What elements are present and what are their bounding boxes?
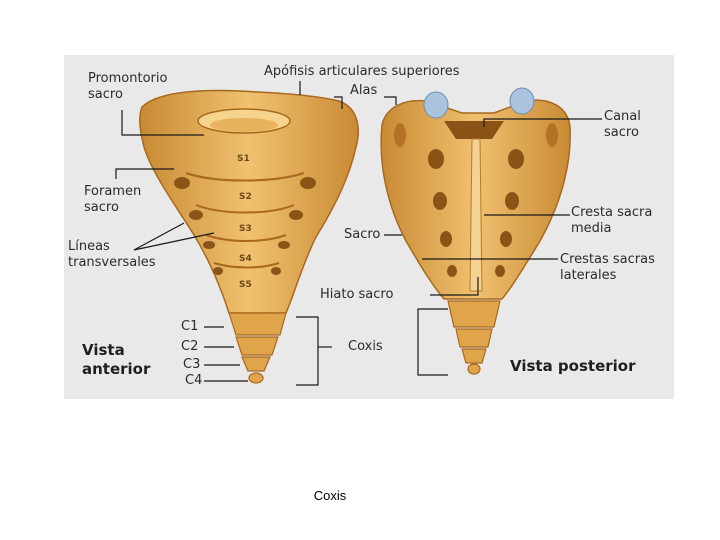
label-cresta-media: Cresta sacra media bbox=[571, 205, 653, 236]
sacrum-illustration bbox=[115, 81, 602, 386]
label-s3: S3 bbox=[239, 224, 252, 234]
label-c4: C4 bbox=[185, 373, 203, 388]
label-s5: S5 bbox=[239, 280, 252, 290]
label-hiato: Hiato sacro bbox=[320, 287, 394, 302]
sacrum-figure: Promontorio sacro Apófisis articulares s… bbox=[64, 55, 674, 399]
label-vista-posterior: Vista posterior bbox=[510, 357, 636, 375]
label-s1: S1 bbox=[237, 154, 250, 164]
label-promontorio: Promontorio sacro bbox=[88, 71, 168, 102]
label-crestas-laterales: Crestas sacras laterales bbox=[560, 252, 655, 283]
leader-lines bbox=[115, 81, 602, 386]
anterior-coccyx bbox=[228, 312, 287, 384]
label-s4: S4 bbox=[239, 254, 252, 264]
label-lineas: Líneas transversales bbox=[68, 239, 156, 270]
label-apofisis: Apófisis articulares superiores bbox=[264, 64, 460, 79]
label-alas: Alas bbox=[350, 83, 378, 98]
label-vista-anterior: Vista anterior bbox=[82, 341, 151, 378]
label-canal-sacro: Canal sacro bbox=[604, 109, 641, 140]
label-foramen: Foramen sacro bbox=[84, 184, 142, 215]
posterior-coccyx bbox=[447, 300, 501, 375]
slide-caption: Coxis bbox=[313, 488, 347, 503]
label-sacro: Sacro bbox=[344, 227, 381, 242]
label-c2: C2 bbox=[181, 339, 199, 354]
label-s2: S2 bbox=[239, 192, 252, 202]
posterior-sacrum bbox=[380, 87, 571, 300]
label-c1: C1 bbox=[181, 319, 199, 334]
label-coxis: Coxis bbox=[348, 339, 383, 354]
anterior-sacrum bbox=[139, 89, 360, 314]
label-c3: C3 bbox=[183, 357, 201, 372]
